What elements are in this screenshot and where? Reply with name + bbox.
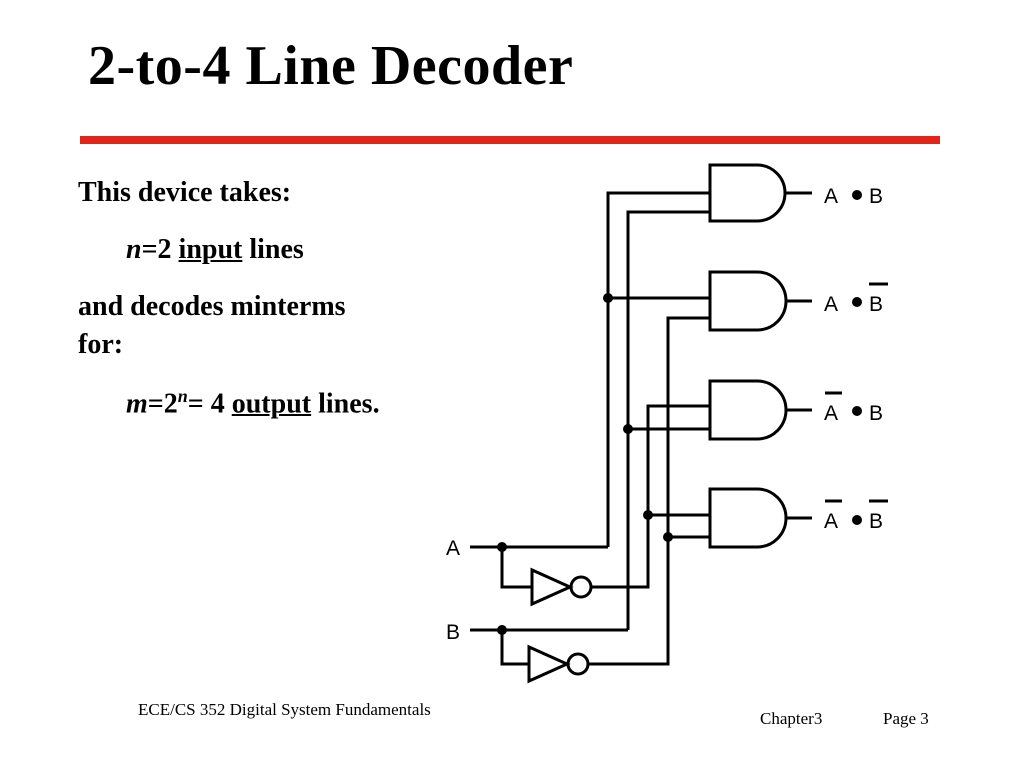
footer-course: ECE/CS 352 Digital System Fundamentals bbox=[138, 700, 431, 719]
var-n: n bbox=[126, 234, 142, 265]
footer-page: Page 3 bbox=[883, 709, 929, 728]
and-gate-0 bbox=[708, 163, 787, 223]
junction-b bbox=[497, 625, 507, 635]
b-bus bbox=[626, 210, 710, 630]
and-dot-2 bbox=[852, 406, 862, 416]
and-dot-0 bbox=[852, 190, 862, 200]
junction-abar-gate3 bbox=[643, 510, 653, 520]
junction-bbar-gate3 bbox=[663, 532, 673, 542]
a-bus bbox=[606, 191, 710, 547]
junction-a-gate1 bbox=[603, 293, 613, 303]
a-to-inverter bbox=[500, 547, 532, 589]
output-3-right: B bbox=[869, 510, 883, 533]
and-gate-1 bbox=[708, 270, 788, 332]
and-dot-3 bbox=[852, 515, 862, 525]
title-divider bbox=[80, 136, 940, 144]
eq-2: =2 bbox=[141, 234, 179, 265]
text-line-3: and decodes minterms bbox=[78, 291, 346, 322]
text-line-2: n=2 input lines bbox=[126, 233, 304, 267]
output-word: output bbox=[231, 388, 312, 420]
junction-a bbox=[497, 542, 507, 552]
input-a-label: A bbox=[446, 537, 460, 560]
var-m: m bbox=[126, 388, 148, 420]
output-0-right: B bbox=[869, 185, 883, 208]
footer-chapter: Chapter3 bbox=[760, 709, 823, 728]
inverter-a-bubble bbox=[569, 575, 593, 599]
and-gate-2 bbox=[708, 379, 788, 441]
input-word: input bbox=[178, 234, 243, 265]
inverter-b bbox=[527, 644, 571, 684]
text-line-4: for: bbox=[78, 329, 124, 360]
output-2-right: B bbox=[869, 402, 883, 425]
text-line-5: m=2n= 4 output lines. bbox=[126, 386, 380, 421]
lines-word: lines bbox=[242, 234, 304, 265]
abar-bus bbox=[591, 404, 710, 589]
output-2-left: A bbox=[824, 402, 838, 425]
slide-title: 2-to-4 Line Decoder bbox=[88, 35, 574, 97]
b-to-inverter bbox=[500, 630, 529, 666]
output-1-left: A bbox=[824, 293, 838, 316]
text-line-1: This device takes: bbox=[78, 177, 292, 208]
eq-4: = 4 bbox=[187, 388, 232, 420]
input-b-label: B bbox=[446, 621, 460, 644]
exp-n: n bbox=[177, 386, 188, 406]
bbar-bus bbox=[588, 316, 710, 666]
output-0-left: A bbox=[824, 185, 838, 208]
and-dot-1 bbox=[852, 297, 862, 307]
inverter-a bbox=[530, 567, 574, 607]
inverter-b-bubble bbox=[566, 652, 590, 676]
lines-word-2: lines. bbox=[311, 388, 380, 420]
eq-2n: =2 bbox=[147, 388, 178, 420]
output-1-right: B bbox=[869, 293, 883, 316]
output-3-left: A bbox=[824, 510, 838, 533]
junction-b-gate2 bbox=[623, 424, 633, 434]
and-gate-3 bbox=[708, 487, 788, 549]
